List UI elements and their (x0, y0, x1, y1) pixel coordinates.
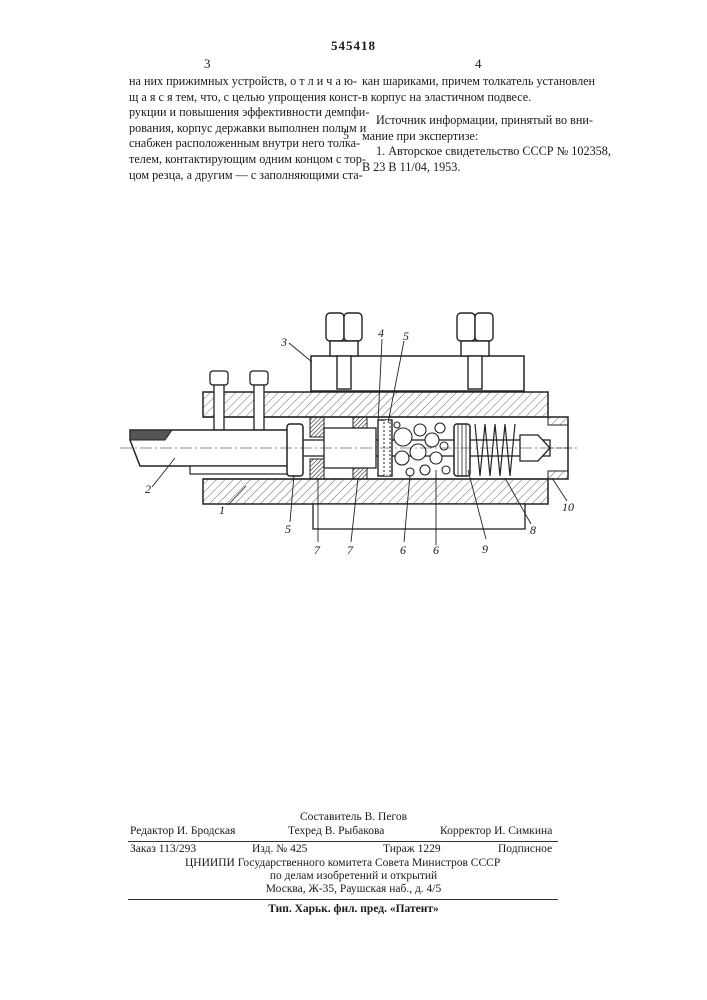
label-4: 4 (378, 326, 384, 340)
label-9: 9 (482, 542, 488, 556)
edition-number: Изд. № 425 (252, 842, 307, 856)
print-run: Тираж 1229 (383, 842, 441, 856)
subscription: Подписное (498, 842, 552, 856)
corrector: Корректор И. Симкина (440, 824, 552, 838)
label-6-left: 6 (400, 543, 406, 557)
label-2: 2 (145, 482, 151, 496)
publisher-address: Москва, Ж-35, Раушская наб., д. 4/5 (0, 882, 707, 896)
label-5-bottom: 5 (285, 522, 291, 536)
printer-line: Тип. Харьк. фил. пред. «Патент» (0, 902, 707, 916)
composer-line: Составитель В. Пегов (0, 810, 707, 824)
label-8: 8 (530, 523, 536, 537)
label-10: 10 (562, 500, 574, 514)
label-3: 3 (280, 335, 287, 349)
divider-bottom (128, 899, 558, 900)
tech-editor: Техред В. Рыбакова (288, 824, 384, 838)
label-6-right: 6 (433, 543, 439, 557)
label-7-right: 7 (347, 543, 354, 557)
publisher-dept: по делам изобретений и открытий (0, 869, 707, 883)
publisher-org: ЦНИИПИ Государственного комитета Совета … (185, 856, 500, 870)
order-number: Заказ 113/293 (130, 842, 196, 856)
label-1: 1 (219, 503, 225, 517)
editor: Редактор И. Бродская (130, 824, 235, 838)
label-5-top: 5 (403, 329, 409, 343)
body-bottom (203, 479, 548, 504)
label-7-left: 7 (314, 543, 321, 557)
